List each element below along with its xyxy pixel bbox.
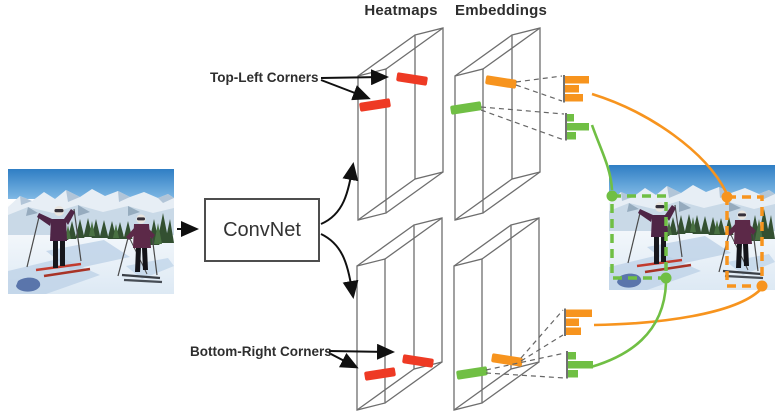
br-heatmap-mark-front <box>364 367 396 381</box>
top-left-object1-bar-1 <box>565 76 589 84</box>
bottom-right-heatmap-box <box>356 217 443 411</box>
bottom-right-object1-bar-3 <box>566 327 581 335</box>
top-left-object1-bar-2 <box>565 85 579 93</box>
orange-bottom-right-dot <box>756 280 768 292</box>
bottom-right-object2-bar-2 <box>568 361 593 369</box>
embedding-chart-tl-green <box>565 113 589 141</box>
convnet-box: ConvNet <box>204 198 320 262</box>
top-left-object2-bar-3 <box>567 132 576 140</box>
embedding-chart-br-green <box>566 351 593 379</box>
heatmaps-title: Heatmaps <box>364 2 438 19</box>
flow-arrows <box>177 69 395 369</box>
feature-boxes <box>356 27 541 411</box>
bottom-right-corners-label: Bottom-Right Corners <box>190 344 332 359</box>
association-curves <box>590 92 761 369</box>
top-left-heatmap-box <box>357 27 444 221</box>
bottom-right-object1-bar-2 <box>566 318 579 326</box>
output-image <box>609 165 775 290</box>
convnet-to-top-arrow <box>320 162 359 225</box>
br-label-arrow-2 <box>328 352 359 369</box>
bottom-right-object2-bar-3 <box>568 370 578 378</box>
top-left-object1-bar-3 <box>565 94 583 102</box>
bottom-right-object1-bar-1 <box>566 309 592 317</box>
green-curve-top <box>590 124 614 191</box>
top-left-corners-label: Top-Left Corners <box>210 70 319 85</box>
top-left-embedding-box <box>454 27 541 221</box>
embeddings-title: Embeddings <box>454 2 547 19</box>
embedding-chart-br-orange <box>564 308 592 336</box>
tl-embedding-mark-green <box>450 101 482 115</box>
embedding-chart-tl-orange <box>563 75 589 103</box>
orange-top-left-dot <box>721 191 733 203</box>
orange-curve-bottom <box>593 289 761 327</box>
input-image <box>8 169 174 294</box>
detection-boxes <box>610 194 764 288</box>
tl-heatmap-mark-inner <box>396 72 428 86</box>
br-label-arrow-1 <box>328 343 395 360</box>
bottom-right-embedding-box <box>453 217 540 411</box>
br-embedding-mark-green <box>456 366 488 380</box>
green-bounding-box <box>610 194 668 280</box>
top-left-object2-bar-2 <box>567 123 589 131</box>
tl-label-arrow-2 <box>320 79 371 101</box>
bottom-right-object2-bar-1 <box>568 352 576 360</box>
tl-label-arrow-1 <box>320 69 389 86</box>
convnet-to-bottom-arrow <box>320 233 359 299</box>
orange-bounding-box <box>725 195 764 288</box>
green-top-left-dot <box>606 190 618 202</box>
orange-curve-top <box>591 92 728 193</box>
br-embedding-mark-orange <box>491 353 523 367</box>
corner-marks <box>359 72 523 381</box>
embedding-connectors <box>480 75 566 379</box>
top-left-object2-bar-1 <box>567 114 574 122</box>
corner-dots <box>606 190 768 292</box>
green-curve-bottom <box>590 282 668 369</box>
tl-heatmap-mark-front <box>359 98 391 112</box>
convnet-label: ConvNet <box>223 218 301 241</box>
br-heatmap-mark-inner <box>402 354 434 368</box>
tl-embedding-mark-orange <box>485 75 517 89</box>
green-bottom-right-dot <box>660 272 672 284</box>
